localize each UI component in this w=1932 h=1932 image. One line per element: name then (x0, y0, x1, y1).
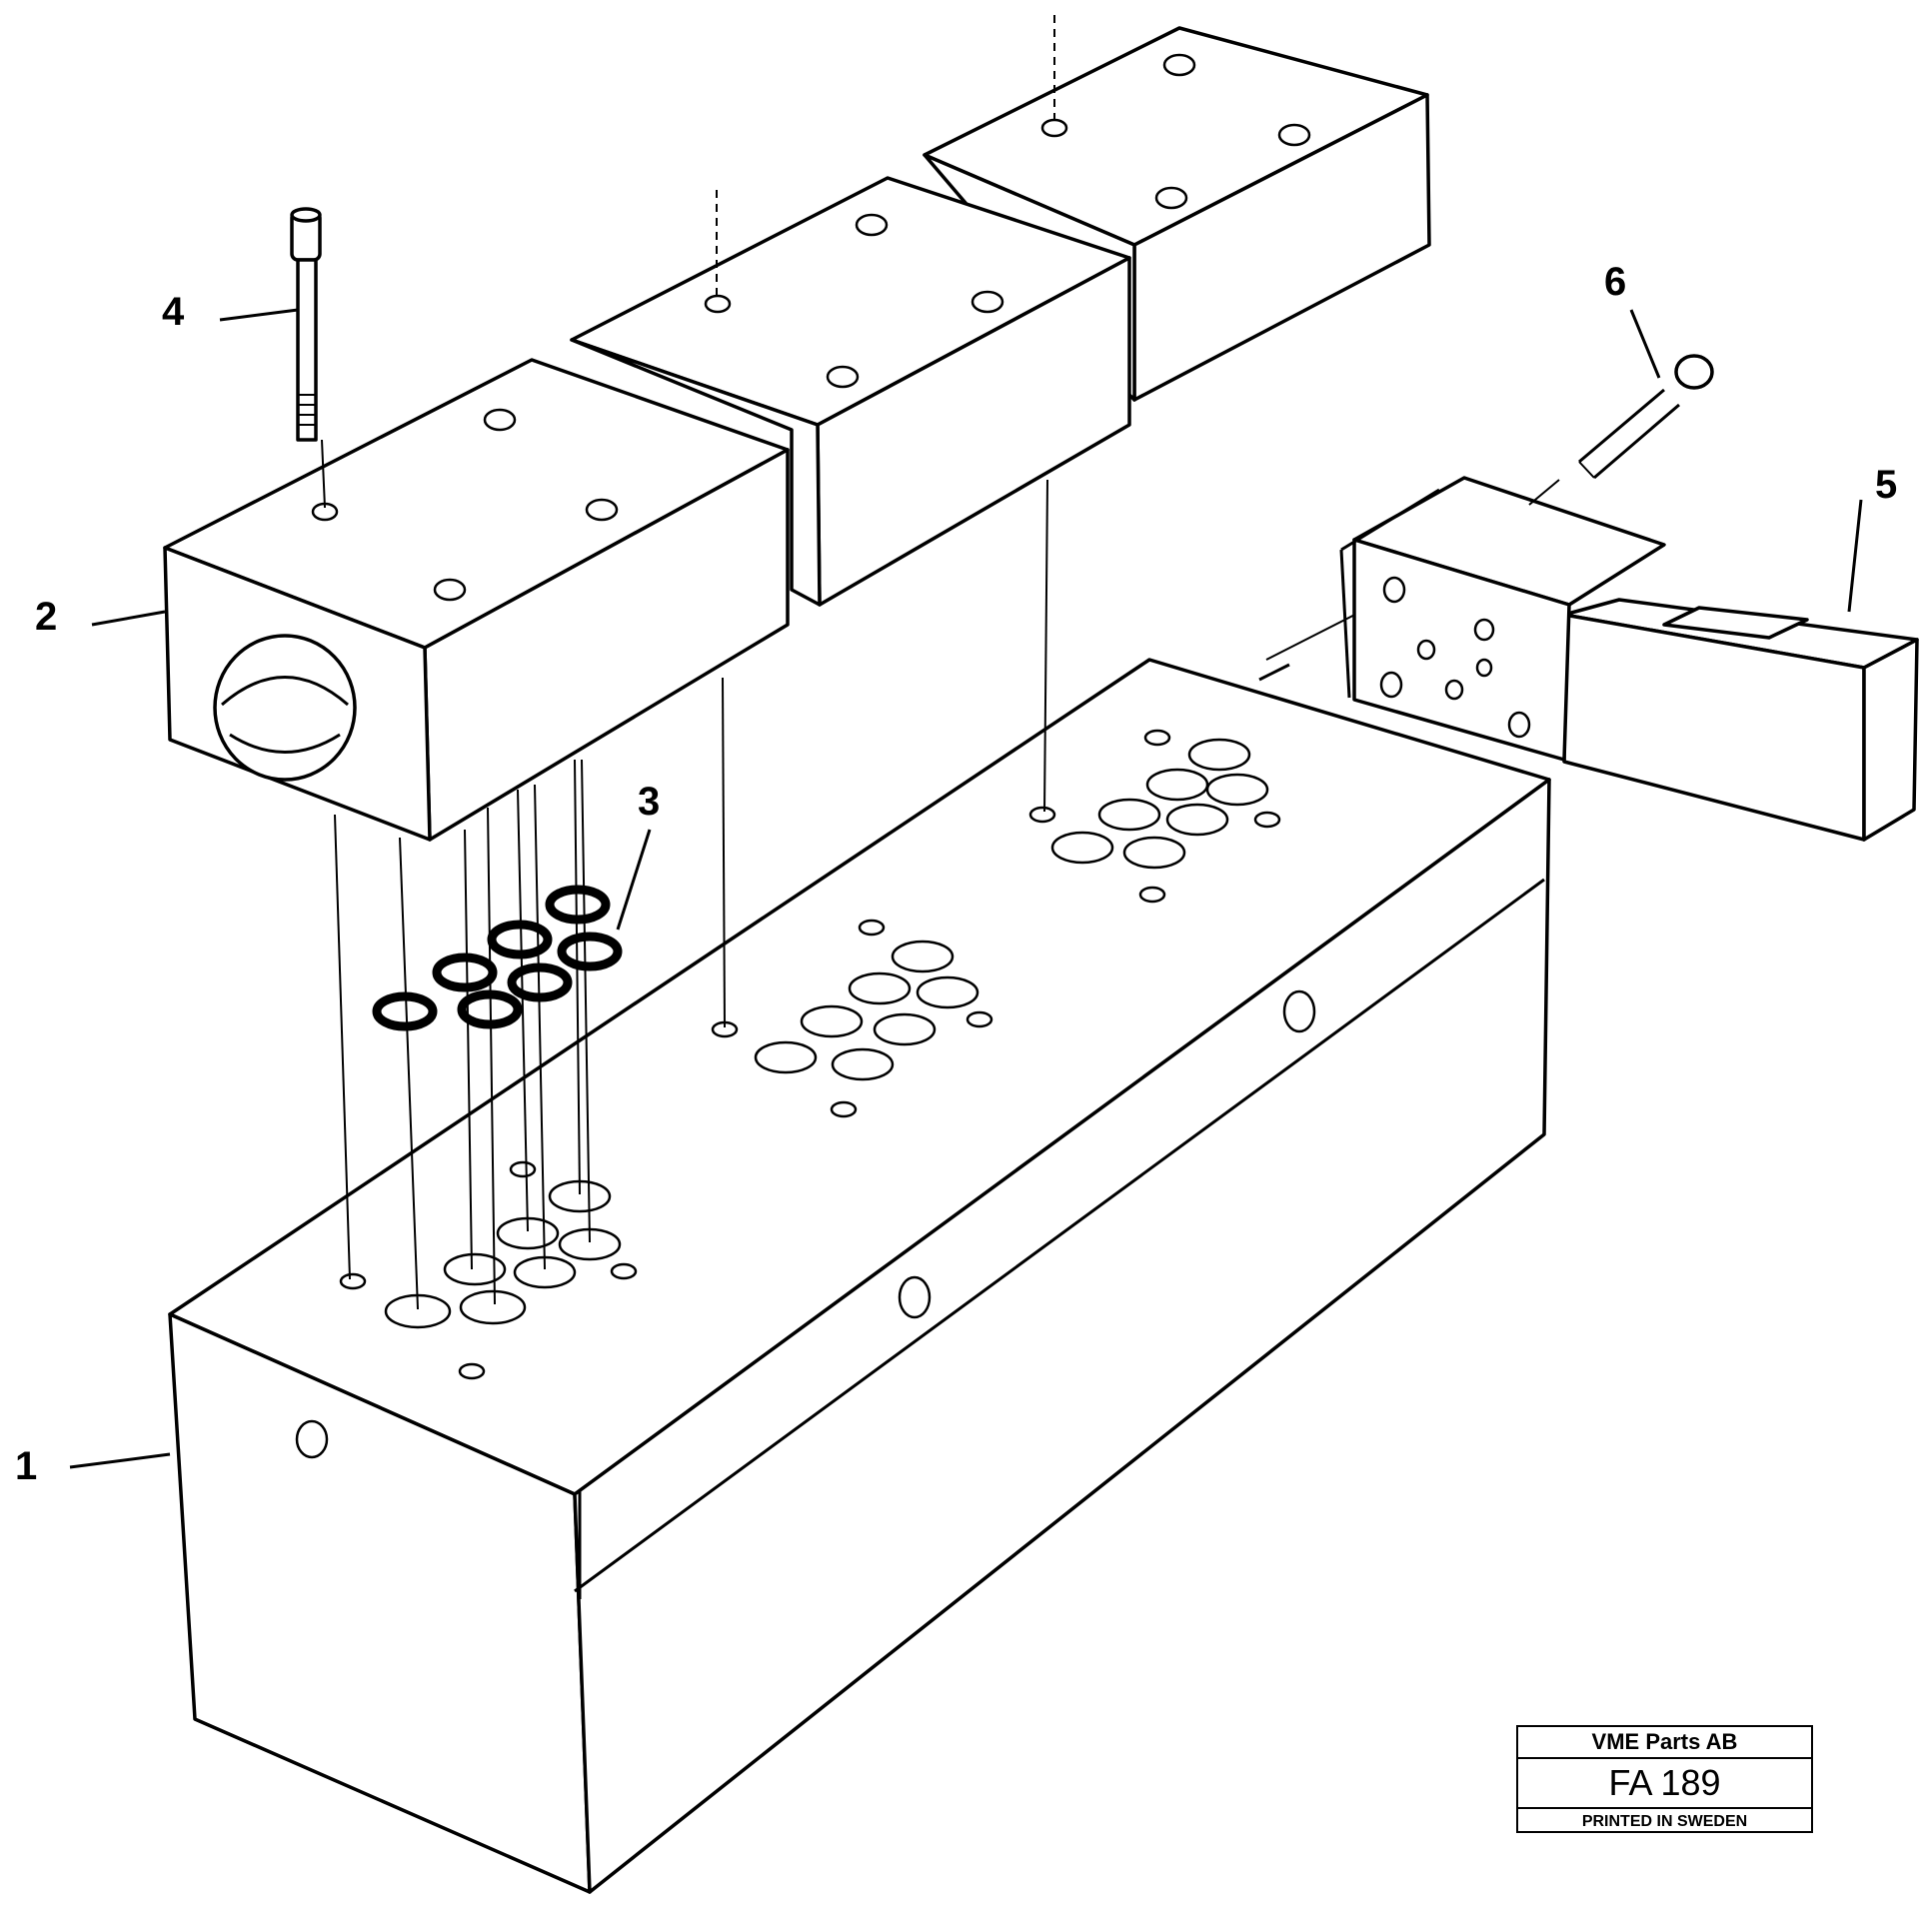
assembly-guide-lines (334, 479, 1385, 1310)
callout-leaders (69, 308, 1863, 1469)
part-1-manifold-block (168, 658, 1551, 1894)
title-block: VME Parts AB FA 189 PRINTED IN SWEDEN (1516, 1725, 1813, 1833)
callout-4: 4 (162, 290, 185, 334)
part-3-o-rings (372, 885, 623, 1031)
part-4-bolt (290, 207, 326, 509)
title-block-company: VME Parts AB (1518, 1727, 1811, 1759)
title-block-code: FA 189 (1518, 1759, 1811, 1809)
part-5-solenoid-valve (1339, 476, 1919, 842)
part-2-valve-block (163, 358, 790, 842)
callout-3: 3 (638, 780, 660, 824)
callout-6: 6 (1604, 260, 1626, 304)
title-block-printed: PRINTED IN SWEDEN (1581, 1813, 1748, 1830)
middle-valve-block (570, 176, 1131, 607)
callout-2: 2 (35, 595, 57, 639)
part-6-bolt (1528, 354, 1714, 506)
callout-5: 5 (1875, 463, 1897, 507)
callouts: 1 2 3 4 5 6 (15, 260, 1897, 1488)
callout-1: 1 (15, 1444, 37, 1488)
